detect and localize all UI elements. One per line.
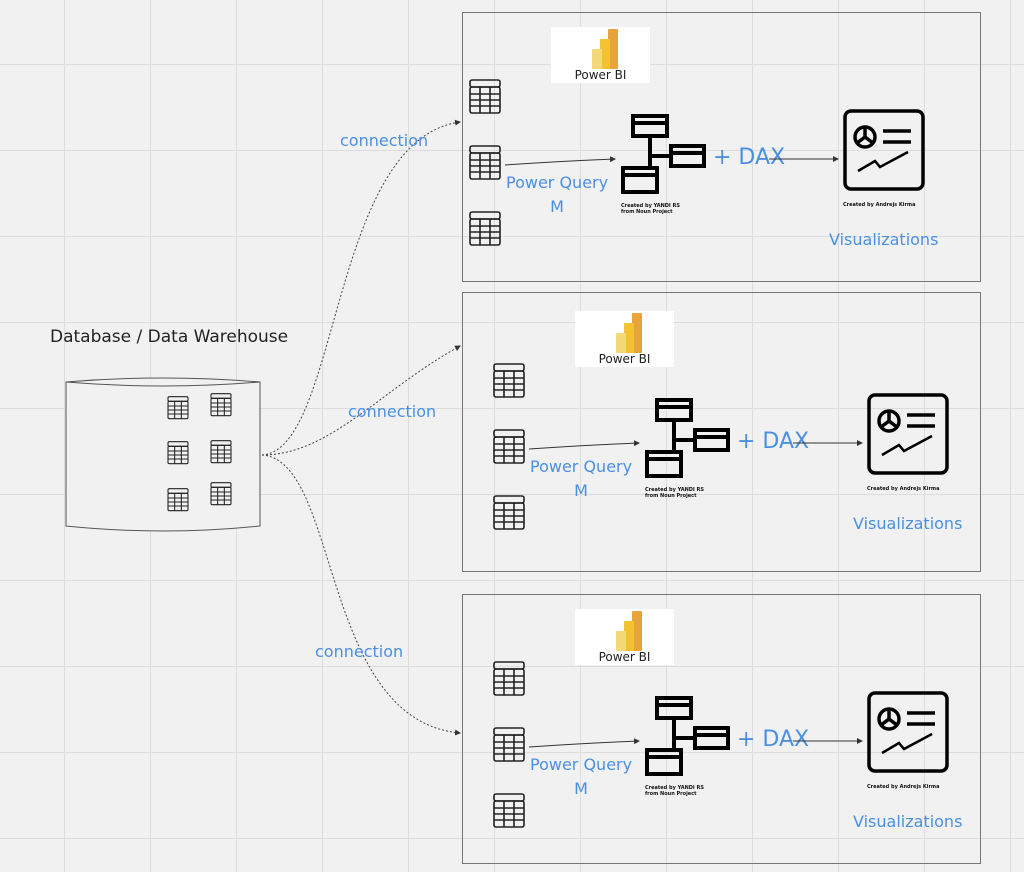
viz-icon-credit: Created by Andrejs Kirma [867, 784, 940, 790]
dashboard-icon [867, 691, 949, 773]
visualizations-label: Visualizations [829, 230, 939, 249]
power-bi-icon [616, 611, 642, 651]
table-icon [469, 145, 501, 181]
database-title: Database / Data Warehouse [50, 327, 289, 347]
transform-arrow [528, 440, 640, 450]
dax-label: + DAX [713, 145, 786, 170]
power-bi-logo: Power BI [575, 311, 674, 367]
table-icon [493, 495, 525, 531]
visual-arrow [793, 738, 863, 744]
table-icon [493, 793, 525, 829]
dax-label: + DAX [737, 727, 810, 752]
dashboard-icon [843, 109, 925, 191]
power-bi-icon [592, 29, 618, 69]
visual-arrow [793, 440, 863, 446]
table-icon [469, 79, 501, 115]
dashboard-icon [867, 393, 949, 475]
viz-icon-credit: Created by Andrejs Kirma [867, 486, 940, 492]
data-model-icon [645, 398, 730, 478]
table-icon [493, 363, 525, 399]
transform-arrow [528, 738, 640, 748]
visual-arrow [769, 156, 839, 162]
table-icon [469, 211, 501, 247]
connection-label: connection [315, 642, 404, 661]
cylinder-shape [65, 377, 261, 532]
visualizations-label: Visualizations [853, 812, 963, 831]
dax-label: + DAX [737, 429, 810, 454]
visualizations-label: Visualizations [853, 514, 963, 533]
database-cylinder[interactable] [64, 376, 262, 534]
power-bi-logo: Power BI [575, 609, 674, 665]
table-icon [493, 727, 525, 763]
viz-icon-credit: Created by Andrejs Kirma [843, 202, 916, 208]
power-bi-icon [616, 313, 642, 353]
connection-label: connection [348, 402, 437, 421]
transform-arrow [504, 156, 616, 166]
connection-label: connection [340, 131, 429, 150]
data-model-icon [645, 696, 730, 776]
power-bi-logo: Power BI [551, 27, 650, 83]
data-model-icon [621, 114, 706, 194]
table-icon [493, 429, 525, 465]
table-icon [493, 661, 525, 697]
